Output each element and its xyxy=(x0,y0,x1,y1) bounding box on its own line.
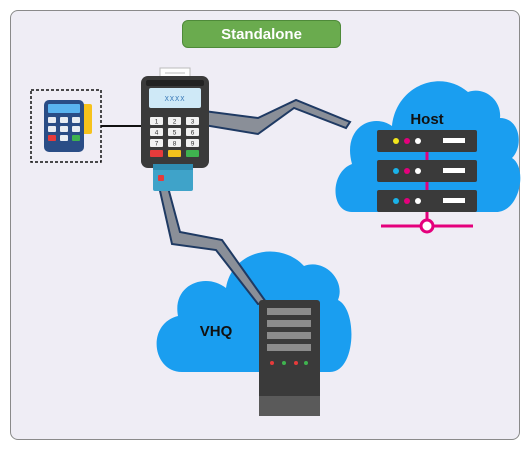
key-6: 6 xyxy=(191,130,195,137)
vhq-label: VHQ xyxy=(200,323,233,340)
host-link xyxy=(194,98,352,136)
title-text: Standalone xyxy=(221,25,302,43)
title-badge: Standalone xyxy=(182,20,341,48)
terminal-keypad: 1 2 3 4 5 6 7 8 9 xyxy=(150,117,199,157)
payment-terminal-icon: XXXX 1 2 3 4 5 6 7 8 9 xyxy=(141,67,209,191)
key-9: 9 xyxy=(191,141,195,148)
handheld-terminal-icon xyxy=(30,89,102,163)
vhq-link xyxy=(156,178,268,306)
key-3: 3 xyxy=(191,119,195,126)
key-1: 1 xyxy=(155,119,159,126)
host-label: Host xyxy=(410,111,443,128)
vhq-tower-server-icon xyxy=(259,300,320,416)
host-server-icon xyxy=(377,130,477,234)
key-7: 7 xyxy=(155,141,159,148)
key-5: 5 xyxy=(173,130,177,137)
key-8: 8 xyxy=(173,141,177,148)
key-2: 2 xyxy=(173,119,177,126)
vhq-cloud: VHQ xyxy=(156,251,352,372)
terminal-screen-text: XXXX xyxy=(165,95,186,103)
key-4: 4 xyxy=(155,130,159,137)
